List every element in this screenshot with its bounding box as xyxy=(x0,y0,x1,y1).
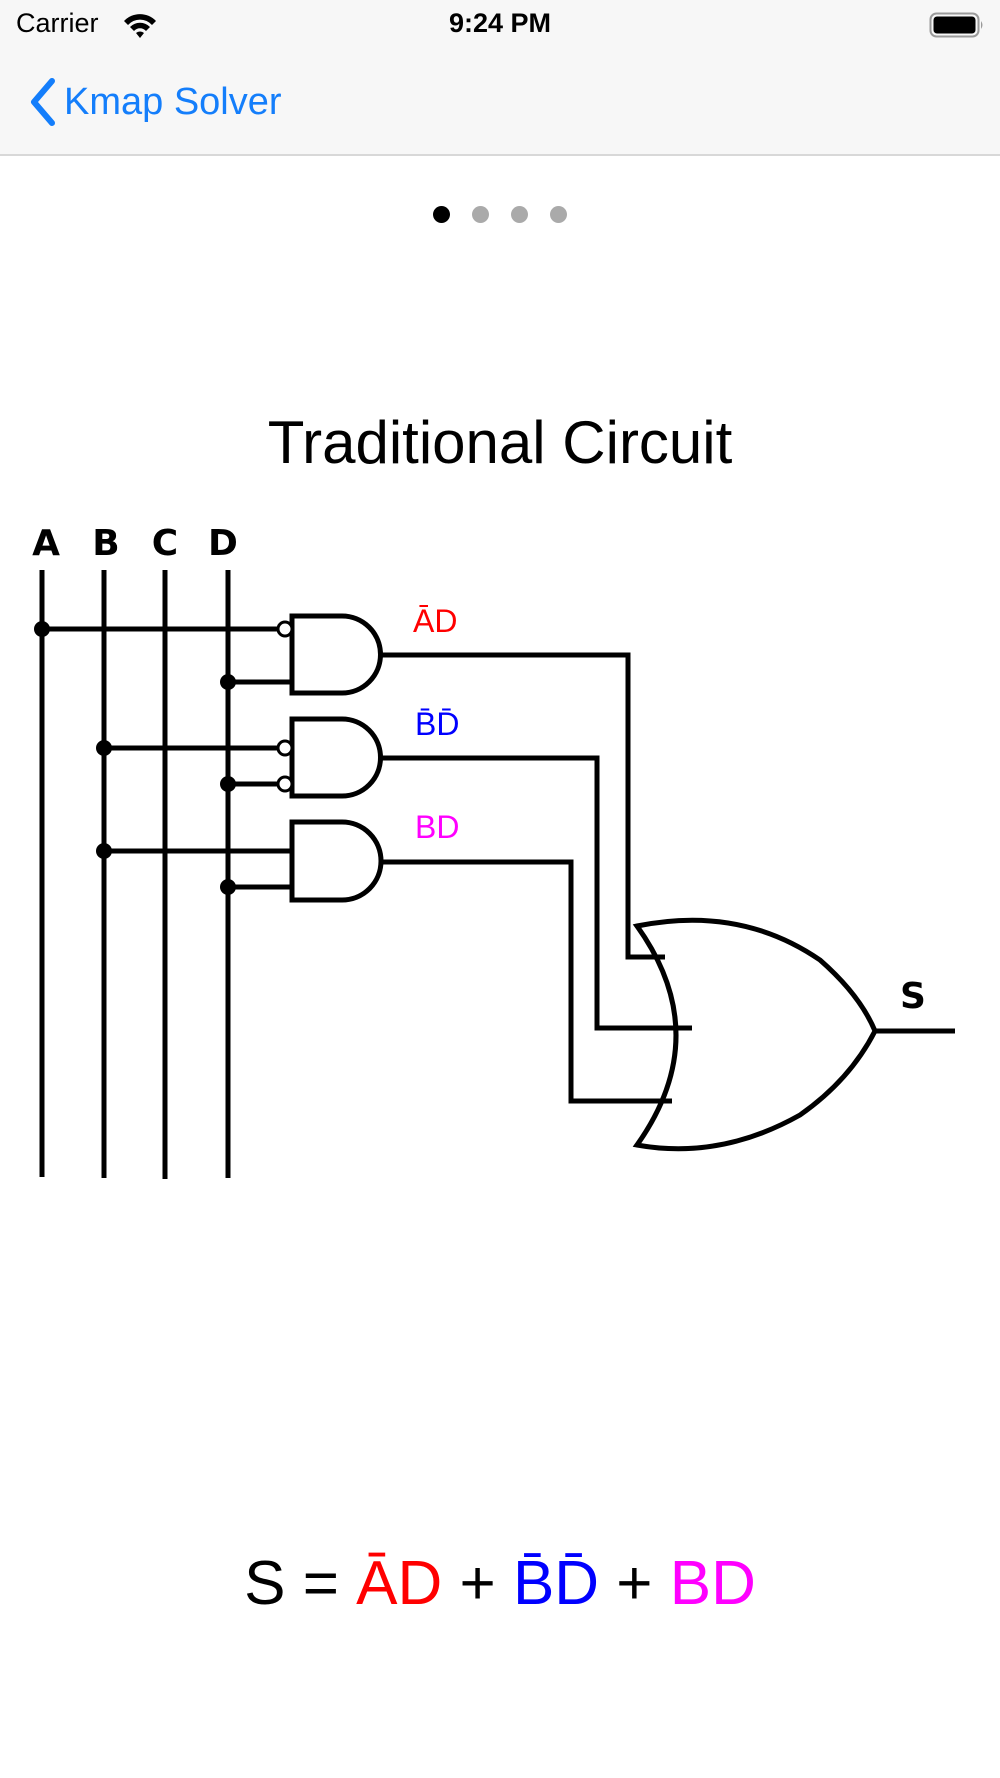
page-dot-4[interactable] xyxy=(550,206,567,223)
navigation-bar: Kmap Solver xyxy=(0,50,1000,156)
chevron-left-icon xyxy=(31,78,55,126)
inverter-bubble-d xyxy=(276,775,294,793)
page-title: Traditional Circuit xyxy=(267,409,733,476)
and-gate-2 xyxy=(289,716,383,799)
junction-dot xyxy=(34,621,50,637)
and-gate-3 xyxy=(289,819,384,903)
battery-full-icon xyxy=(929,12,983,38)
output-label-s: S xyxy=(900,976,926,1017)
equation-term-ad: ĀD xyxy=(356,1549,443,1618)
junction-dot xyxy=(96,843,112,859)
junction-dot xyxy=(220,674,236,690)
page-dot-2[interactable] xyxy=(472,206,489,223)
equation-plus: + xyxy=(442,1549,513,1618)
page-indicator[interactable] xyxy=(0,206,1000,223)
inverter-bubble-b xyxy=(276,739,294,757)
input-label-a: A xyxy=(32,523,60,564)
equation-term-bd-bar: B̄D̄ xyxy=(512,1549,600,1618)
gate-label-bd: BD xyxy=(415,809,459,845)
junction-dot xyxy=(220,879,236,895)
page-dot-3[interactable] xyxy=(511,206,528,223)
status-bar: Carrier 9:24 PM xyxy=(0,0,1000,50)
equation-plus: + xyxy=(599,1549,670,1618)
boolean-equation: S = ĀD + B̄D̄ + BD xyxy=(0,1548,1000,1619)
input-label-c: C xyxy=(152,523,178,564)
circuit-diagram: A B C D S ĀD B̄D̄ BD xyxy=(32,523,955,1179)
and-gate-1 xyxy=(289,613,383,696)
input-label-b: B xyxy=(92,523,119,564)
equation-lhs: S = xyxy=(244,1549,357,1618)
carrier-label: Carrier xyxy=(16,8,99,38)
input-label-d: D xyxy=(208,523,238,564)
junction-dot xyxy=(96,740,112,756)
status-time: 9:24 PM xyxy=(448,8,552,38)
back-button[interactable]: Kmap Solver xyxy=(28,72,282,132)
or-gate xyxy=(632,917,878,1152)
junction-dot xyxy=(220,776,236,792)
page-dot-1[interactable] xyxy=(433,206,450,223)
wifi-icon xyxy=(124,14,156,38)
inverter-bubble-a xyxy=(276,620,294,638)
gate-label-ad: ĀD xyxy=(413,603,457,639)
equation-term-bd: BD xyxy=(669,1549,756,1618)
gate-label-bd-bar: B̄D̄ xyxy=(415,706,459,742)
back-button-label: Kmap Solver xyxy=(64,80,282,123)
